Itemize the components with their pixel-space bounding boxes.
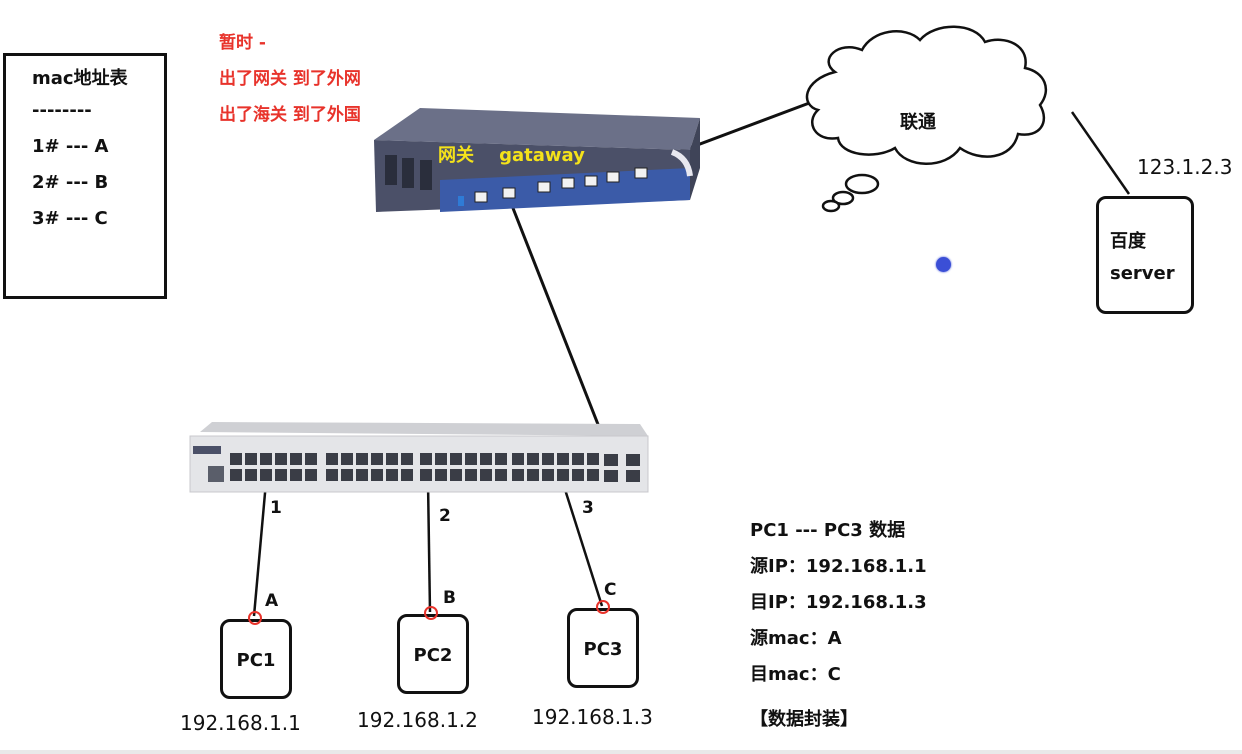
pc1-node[interactable]: PC1: [220, 619, 292, 699]
pc-ip: 192.168.1.2: [357, 708, 478, 732]
thought-bubble-small: [821, 199, 841, 213]
server-type: server: [1110, 263, 1175, 284]
mac-table-entry: 3# --- C: [32, 208, 108, 229]
packet-dst-mac: 目mac：C: [750, 664, 841, 685]
mac-table-title: mac地址表: [32, 68, 128, 89]
packet-footer: 【数据封装】: [750, 709, 858, 730]
pc-mac-label: B: [443, 588, 456, 608]
gateway-label: 网关 gataway: [438, 145, 585, 166]
server-ip: 123.1.2.3: [1137, 155, 1233, 179]
packet-src-mac: 源mac：A: [750, 628, 842, 649]
mac-table-entry: 1# --- A: [32, 136, 109, 157]
mac-table-separator: --------: [32, 100, 92, 121]
pc-name: PC1: [236, 650, 276, 671]
server-name: 百度: [1110, 231, 1146, 252]
note-line: 出了海关 到了外国: [219, 105, 361, 125]
note-line: 出了网关 到了外网: [219, 69, 361, 89]
pc-mac-label: A: [265, 591, 279, 611]
thought-bubble-mid: [831, 190, 855, 206]
switch-port-label: 1: [270, 498, 282, 518]
note-line: 暂时 -: [219, 33, 266, 53]
link-gateway-switch: [507, 197, 614, 461]
switch-port-label: 2: [439, 506, 451, 526]
thought-bubble-large: [844, 173, 880, 195]
port-marker-icon: [248, 611, 262, 625]
pc-ip: 192.168.1.1: [180, 711, 301, 735]
pc3-node[interactable]: PC3: [567, 608, 639, 688]
packet-src-ip: 源IP：192.168.1.1: [750, 556, 927, 577]
pc-ip: 192.168.1.3: [532, 705, 653, 729]
baidu-server[interactable]: 百度 server: [1096, 196, 1194, 314]
packet-title: PC1 --- PC3 数据: [750, 520, 906, 541]
pc2-node[interactable]: PC2: [397, 614, 469, 694]
mac-table-entry: 2# --- B: [32, 172, 109, 193]
pointer-cursor-icon: [936, 257, 951, 272]
switch-device[interactable]: [187, 422, 647, 494]
bottom-scrollbar[interactable]: [0, 750, 1242, 754]
pc-name: PC2: [413, 645, 453, 666]
packet-dst-ip: 目IP：192.168.1.3: [750, 592, 927, 613]
gateway-device[interactable]: 网关 gataway: [364, 108, 700, 214]
isp-cloud-label: 联通: [900, 112, 936, 133]
pc-name: PC3: [583, 639, 623, 660]
switch-port-label: 3: [582, 498, 594, 518]
port-marker-icon: [424, 606, 438, 620]
port-marker-icon: [596, 600, 610, 614]
link-cloud-server: [1070, 111, 1131, 195]
pc-mac-label: C: [604, 580, 617, 600]
link-switch-pc2: [426, 481, 432, 613]
mac-address-table: mac地址表 -------- 1# --- A 2# --- B 3# ---…: [3, 53, 167, 299]
